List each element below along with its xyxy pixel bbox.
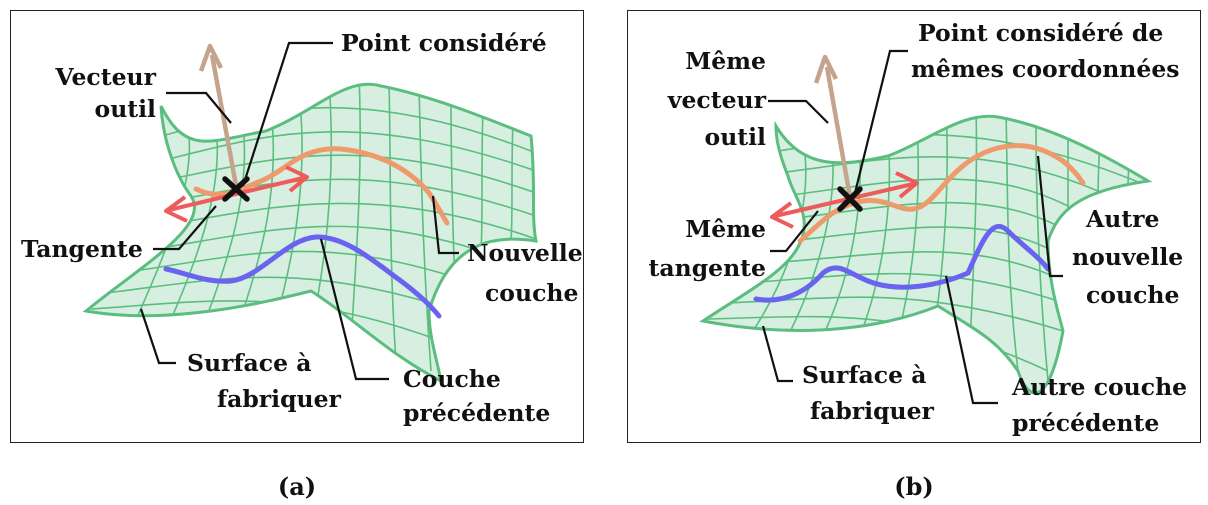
label-tangent-1: Même: [685, 215, 766, 243]
label-previous-layer-2: précédente: [403, 399, 550, 427]
label-tangent: Tangente: [21, 235, 143, 263]
label-point-2: mêmes coordonnées: [911, 55, 1180, 83]
label-previous-layer-2: précédente: [1012, 409, 1159, 437]
x-cross-icon: [837, 186, 863, 212]
label-tool-vector-1: Même: [685, 47, 766, 75]
label-new-layer-1: Nouvelle: [467, 239, 583, 267]
panel-b: Point considéré de mêmes coordonnées Mêm…: [627, 10, 1201, 443]
label-new-layer-1: Autre: [1085, 205, 1160, 233]
label-surface-1: Surface à: [802, 361, 926, 389]
caption-a: (a): [277, 472, 317, 501]
label-new-layer-2: couche: [485, 279, 578, 307]
panel-a: Point considéré Vecteur outil Tangente N…: [10, 10, 584, 443]
label-tool-vector-3: outil: [705, 123, 767, 151]
label-surface-1: Surface à: [187, 349, 311, 377]
label-point: Point considéré: [341, 29, 547, 57]
tangent-arrow-a: [164, 165, 309, 223]
label-tool-vector-2: outil: [95, 95, 157, 123]
label-previous-layer-1: Autre couche: [1011, 373, 1187, 401]
label-surface-2: fabriquer: [217, 385, 342, 413]
label-previous-layer-1: Couche: [403, 365, 501, 393]
label-tool-vector-1: Vecteur: [54, 63, 156, 91]
label-new-layer-3: couche: [1086, 281, 1179, 309]
previous-layer-curve-a: [163, 234, 442, 319]
tool-vector-b: [813, 54, 853, 198]
caption-b: (b): [894, 472, 934, 501]
label-new-layer-2: nouvelle: [1072, 243, 1183, 271]
diagram-a: Point considéré Vecteur outil Tangente N…: [21, 29, 583, 427]
label-tool-vector-2: vecteur: [667, 86, 767, 114]
label-surface-2: fabriquer: [810, 397, 935, 425]
tool-vector-a: [198, 43, 240, 192]
tangent-arrow-b: [770, 171, 919, 229]
previous-layer-curve-b: [753, 223, 1051, 303]
label-point-1: Point considéré de: [918, 19, 1163, 47]
label-tangent-2: tangente: [649, 254, 766, 282]
diagram-b: Point considéré de mêmes coordonnées Mêm…: [649, 19, 1188, 437]
leader-lines-b: [761, 49, 1063, 405]
surface-a: [82, 82, 538, 384]
leader-lines-a: [139, 41, 459, 381]
